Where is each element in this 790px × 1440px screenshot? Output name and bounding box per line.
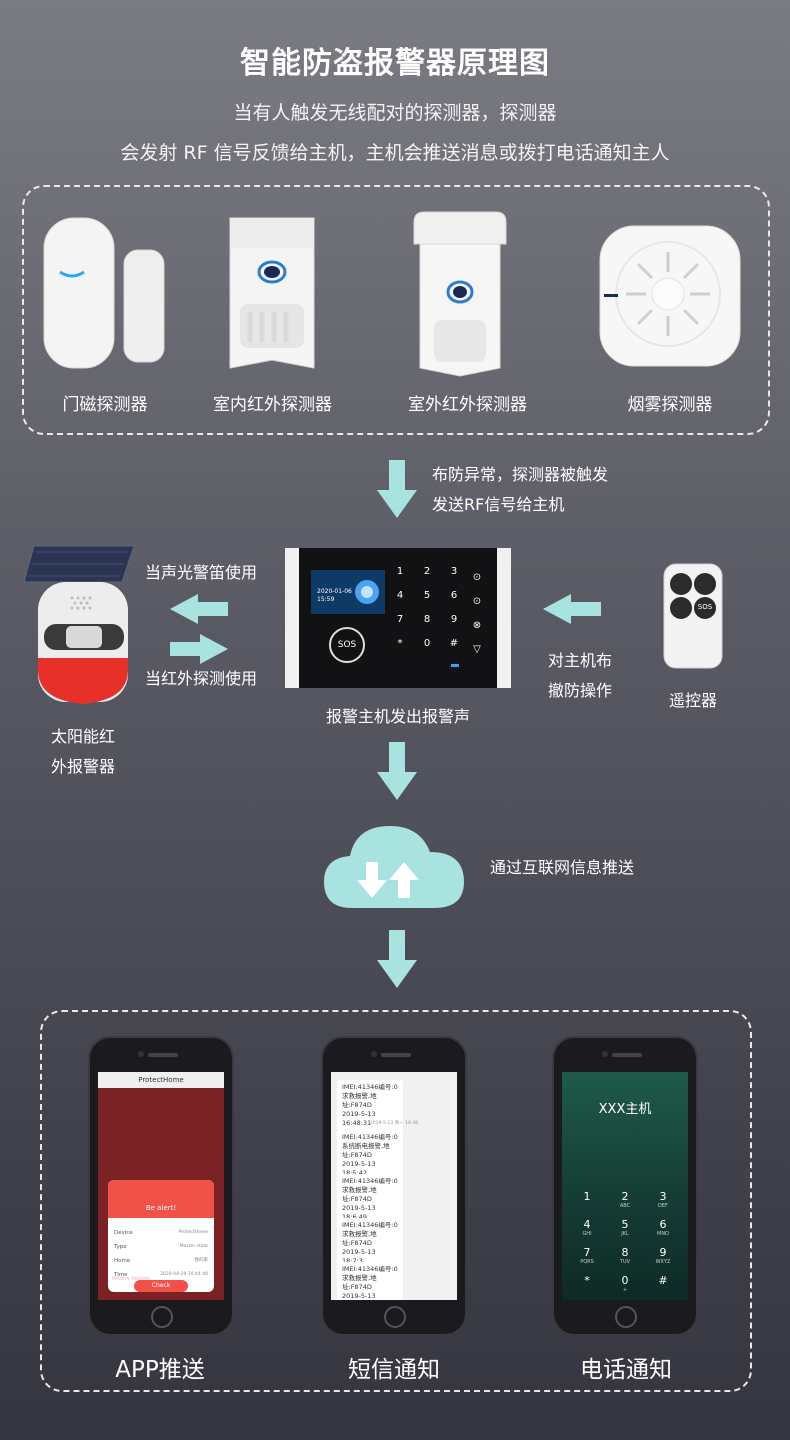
arrow-left-remote-icon [543,594,601,624]
dial-key[interactable]: * [584,1274,590,1287]
app-row-key: Device [114,1230,133,1236]
dial-key[interactable]: 1 [583,1190,591,1203]
dial-key[interactable]: 0+ [621,1274,629,1293]
host-key: 2 [423,566,431,577]
app-alert-title: Be alert! [145,1204,177,1212]
host-key: 6 [450,590,458,601]
solar-siren-icon [22,540,137,710]
arrow-down-icon-3 [377,930,417,990]
label-app: APP推送 [115,1357,205,1383]
host-screen-date: 2020-01-06 [317,588,352,595]
dial-key[interactable]: # [658,1274,668,1287]
host-key: 9 [450,614,458,625]
sms-date-divider: 2019-5-13 周一 18:48 [369,1121,419,1126]
host-key: 3 [450,566,458,577]
door-sensor-icon [42,212,167,372]
detector-label-outdoor: 室外红外探测器 [408,395,527,415]
subtitle-line-1: 当有人触发无线配对的探测器，探测器 [233,102,557,124]
label-sms: 短信通知 [348,1357,440,1383]
app-row-key: Type [114,1244,127,1250]
remote-note-1: 对主机布 [548,651,613,670]
host-screen-time: 15:59 [317,596,335,603]
host-sos-button: SOS [337,640,357,650]
siren-note-bottom: 当红外探测使用 [145,669,258,688]
outdoor-pir-icon [410,208,510,378]
detector-label-indoor: 室内红外探测器 [213,395,332,415]
app-row-key: Time [114,1272,128,1278]
app-history: History records [112,1276,150,1282]
arrow-right-icon [170,634,228,664]
host-label: 报警主机发出报警声 [325,707,470,726]
siren-label-2: 外报警器 [50,757,115,776]
remote-control-icon: SOS [662,562,724,670]
app-check-button[interactable]: Check [134,1280,188,1292]
trigger-note-1: 布防异常，探测器被触发 [432,465,609,484]
trigger-note-2: 发送RF信号给主机 [432,495,565,514]
cloud-icon [322,822,467,912]
arrow-left-icon [170,594,228,624]
remote-sos-label: SOS [697,603,713,611]
detector-label-smoke: 烟雾探测器 [627,395,713,415]
app-header-title: ProtectHome [98,1072,224,1088]
app-row-key: Home [114,1258,131,1264]
host-key: 8 [423,614,431,625]
app-row-value: ProtectHome [178,1230,208,1235]
detector-label-door: 门磁探测器 [62,395,148,415]
app-row-value: 2020-04-29 10:44:48 [160,1272,208,1277]
app-row-value: 我的家 [194,1258,209,1263]
app-row-value: Master state [179,1244,208,1249]
host-key: 5 [423,590,431,601]
detectors-box [22,185,770,435]
host-key: * [397,638,403,649]
alarm-host-panel: 2020-01-06 15:59 SOS 1 2 3 4 5 6 7 8 9 *… [285,548,511,688]
remote-label: 遥控器 [668,691,717,710]
phone-app: ProtectHome Be alert! Device Type Home T… [88,1036,234,1336]
label-call: 电话通知 [580,1357,672,1383]
page-title: 智能防盗报警器原理图 [240,46,550,81]
cloud-note: 通过互联网信息推送 [490,858,635,877]
arrow-down-icon [377,460,417,520]
host-key: 7 [396,614,404,625]
smoke-detector-icon [598,222,743,372]
host-function-icons: ⊙⊙⊗▽ [472,572,482,655]
host-key: 0 [423,638,431,649]
notifications-box [40,1010,752,1392]
remote-note-2: 撤防操作 [548,681,613,700]
arrow-down-icon-2 [377,742,417,802]
siren-label-1: 太阳能红 [50,727,115,746]
caller-name: XXX主机 [598,1102,652,1117]
host-key: 4 [396,590,404,601]
indoor-pir-icon [222,212,322,377]
host-key: 1 [396,566,404,577]
siren-note-top: 当声光警笛使用 [145,563,258,582]
subtitle-line-2: 会发射 RF 信号反馈给主机，主机会推送消息或拨打电话通知主人 [120,142,670,164]
app-alert-card: Be alert! Device Type Home Time ProtectH… [108,1180,214,1292]
host-key: # [449,638,459,649]
